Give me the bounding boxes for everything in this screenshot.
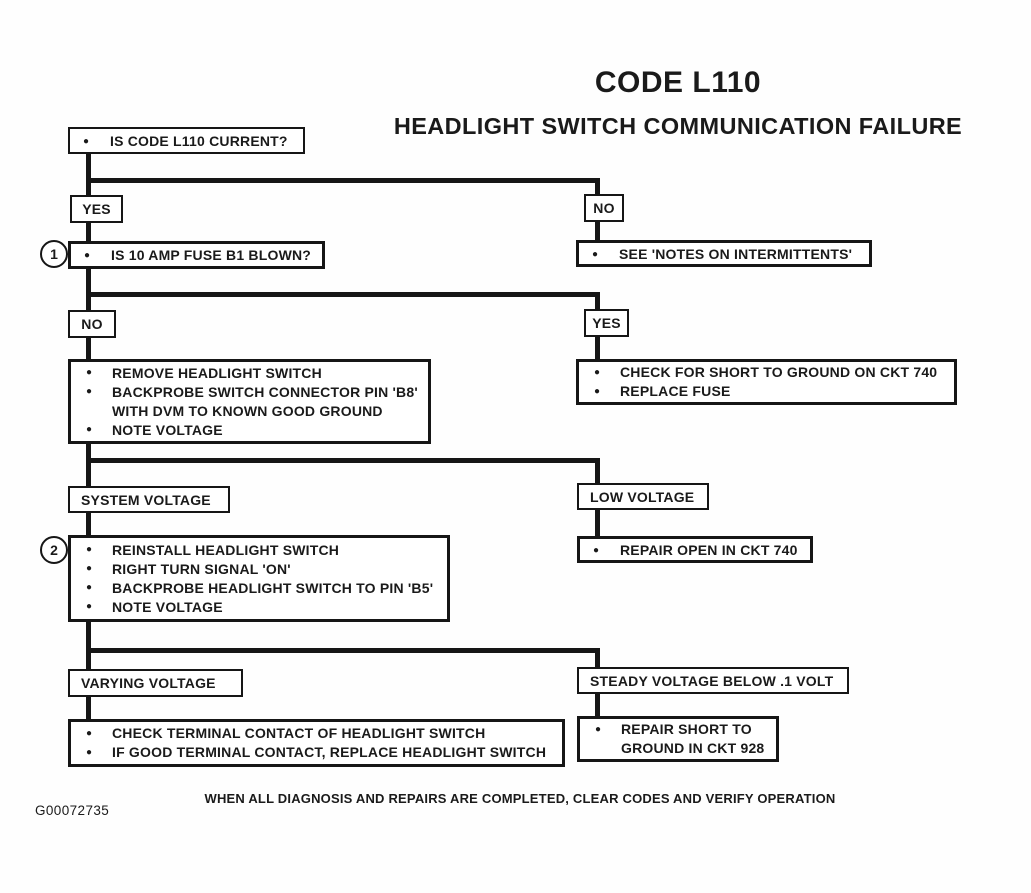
intermittents-text: SEE 'NOTES ON INTERMITTENTS' <box>619 245 853 262</box>
bullet-icon: ● <box>86 367 93 378</box>
bullet-icon: ● <box>86 601 93 612</box>
node-intermittents: ● SEE 'NOTES ON INTERMITTENTS' <box>576 240 872 267</box>
bullet-icon: ● <box>86 582 93 593</box>
node-repair-open: ● REPAIR OPEN IN CKT 740 <box>577 536 813 563</box>
branch1-yes-label: YES <box>82 201 111 217</box>
step1-number: 1 <box>50 246 58 262</box>
code-title: CODE L110 <box>594 66 762 99</box>
probe-line: ● NOTE VOLTAGE <box>86 421 223 438</box>
node-branch2-yes: YES <box>584 309 629 337</box>
repair-short-line-continuation: ● GROUND IN CKT 928 <box>621 740 765 756</box>
repair-short-line: ● REPAIR SHORT TO <box>595 721 752 737</box>
low-voltage-label: LOW VOLTAGE <box>590 488 695 505</box>
connector-probe-to-h3 <box>86 444 91 486</box>
short-check-line: ● REPLACE FUSE <box>594 383 731 399</box>
system-voltage-label: SYSTEM VOLTAGE <box>81 491 211 508</box>
node-reinstall-steps: ● REINSTALL HEADLIGHT SWITCH ● RIGHT TUR… <box>68 535 450 622</box>
steady-voltage-label: STEADY VOLTAGE BELOW .1 VOLT <box>590 672 834 689</box>
probe-line: ● REMOVE HEADLIGHT SWITCH <box>86 364 322 381</box>
probe-line-continuation: ● WITH DVM TO KNOWN GOOD GROUND <box>112 402 383 419</box>
connector-yes-to-shortcheck <box>595 337 600 359</box>
connector-h4-to-steady <box>595 648 600 667</box>
step1-number-badge: 1 <box>40 240 68 268</box>
node-low-voltage: LOW VOLTAGE <box>577 483 709 510</box>
probe-line: ● BACKPROBE SWITCH CONNECTOR PIN 'B8' <box>86 383 418 400</box>
branch2-yes-label: YES <box>592 315 621 331</box>
bullet-icon: ● <box>594 366 601 378</box>
connector-no-to-probe <box>86 338 91 359</box>
failure-subtitle: HEADLIGHT SWITCH COMMUNICATION FAILURE <box>393 113 963 139</box>
node-branch2-no: NO <box>68 310 116 338</box>
node-fuse-question: ● IS 10 AMP FUSE B1 BLOWN? <box>68 241 325 269</box>
bullet-icon: ● <box>592 248 599 260</box>
connector-step1-to-h2 <box>86 268 91 310</box>
connector-lowvoltage-to-repairopen <box>595 510 600 536</box>
figure-id: G00072735 <box>35 803 110 818</box>
reinstall-line: ● NOTE VOLTAGE <box>86 598 223 615</box>
page-title-block: CODE L110 HEADLIGHT SWITCH COMMUNICATION… <box>326 66 1030 140</box>
reinstall-line: ● RIGHT TURN SIGNAL 'ON' <box>86 560 291 577</box>
terminal-line: ● CHECK TERMINAL CONTACT OF HEADLIGHT SW… <box>86 725 486 741</box>
varying-voltage-label: VARYING VOLTAGE <box>81 675 216 691</box>
connector-varying-to-terminal <box>86 697 91 719</box>
node-steady-voltage: STEADY VOLTAGE BELOW .1 VOLT <box>577 667 849 694</box>
node-probe-steps: ● REMOVE HEADLIGHT SWITCH ● BACKPROBE SW… <box>68 359 431 444</box>
node-start-question: ● IS CODE L110 CURRENT? <box>68 127 305 154</box>
bullet-icon: ● <box>86 424 93 435</box>
bullet-icon: ● <box>86 746 93 758</box>
connector-h1 <box>86 178 600 183</box>
node-start-text: IS CODE L110 CURRENT? <box>110 132 288 149</box>
bullet-icon: ● <box>86 727 93 739</box>
connector-h2 <box>86 292 600 297</box>
fuse-question-text: IS 10 AMP FUSE B1 BLOWN? <box>111 247 312 263</box>
connector-start-to-h1 <box>86 153 91 195</box>
bullet-icon: ● <box>86 544 93 555</box>
node-terminal-check: ● CHECK TERMINAL CONTACT OF HEADLIGHT SW… <box>68 719 565 767</box>
step2-number: 2 <box>50 542 58 558</box>
branch2-no-label: NO <box>81 316 103 332</box>
repair-open-text: REPAIR OPEN IN CKT 740 <box>620 541 798 558</box>
connector-step2-to-h4 <box>86 622 91 669</box>
connector-h1-to-no <box>595 178 600 194</box>
connector-h4 <box>86 648 600 653</box>
node-branch1-yes: YES <box>70 195 123 223</box>
connector-h3 <box>86 458 600 463</box>
connector-yes-to-step1 <box>86 223 91 241</box>
reinstall-line: ● REINSTALL HEADLIGHT SWITCH <box>86 541 340 558</box>
bullet-icon: ● <box>594 385 601 397</box>
bullet-icon: ● <box>593 544 600 556</box>
connector-sysvoltage-to-step2 <box>86 513 91 535</box>
node-varying-voltage: VARYING VOLTAGE <box>68 669 243 697</box>
branch1-no-label: NO <box>593 200 615 216</box>
connector-steady-to-repairshort <box>595 694 600 716</box>
completion-note: WHEN ALL DIAGNOSIS AND REPAIRS ARE COMPL… <box>204 791 836 806</box>
short-check-line: ● CHECK FOR SHORT TO GROUND ON CKT 740 <box>594 364 938 380</box>
node-system-voltage: SYSTEM VOLTAGE <box>68 486 230 513</box>
connector-no-to-notes <box>595 222 600 240</box>
reinstall-line: ● BACKPROBE HEADLIGHT SWITCH TO PIN 'B5' <box>86 579 434 596</box>
terminal-line: ● IF GOOD TERMINAL CONTACT, REPLACE HEAD… <box>86 744 547 760</box>
node-repair-short: ● REPAIR SHORT TO ● GROUND IN CKT 928 <box>577 716 779 762</box>
bullet-icon: ● <box>83 135 90 147</box>
step2-number-badge: 2 <box>40 536 68 564</box>
bullet-icon: ● <box>84 250 91 261</box>
bullet-icon: ● <box>595 723 602 735</box>
bullet-icon: ● <box>86 563 93 574</box>
connector-h2-to-yes <box>595 292 600 309</box>
node-short-check: ● CHECK FOR SHORT TO GROUND ON CKT 740 ●… <box>576 359 957 405</box>
node-branch1-no: NO <box>584 194 624 222</box>
connector-h3-to-lowvoltage <box>595 458 600 483</box>
bullet-icon: ● <box>86 386 93 397</box>
